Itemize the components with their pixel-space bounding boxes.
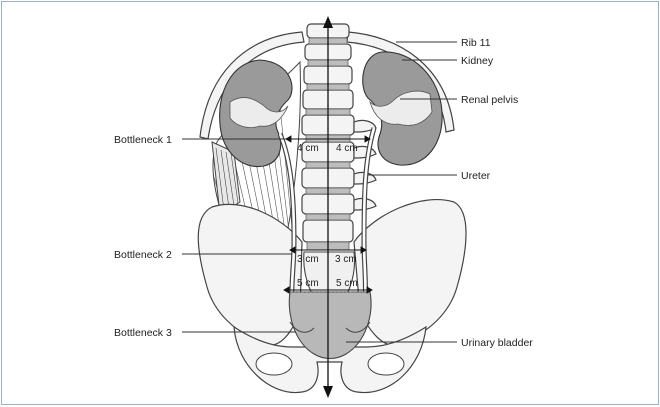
bladder-inner-right	[345, 321, 371, 333]
measure-b3-left: 5 cm	[297, 278, 319, 289]
renal-pelvis-left	[229, 97, 289, 128]
label-renal-pelvis: Renal pelvis	[461, 94, 518, 106]
label-bottleneck-2: Bottleneck 2	[114, 249, 172, 261]
midline-arrow-bottom	[323, 386, 333, 398]
renal-pelvis-right	[369, 90, 433, 126]
label-ureter: Ureter	[461, 170, 491, 182]
measure-b1-left: 4 cm	[297, 143, 319, 154]
pelvis-lower	[233, 325, 427, 394]
obturator-right	[367, 352, 405, 376]
back-muscle-left	[211, 141, 241, 215]
label-rib-11: Rib 11	[461, 37, 491, 49]
pelvis-right-wing	[353, 198, 467, 346]
measure-b2-right: 3 cm	[335, 254, 357, 265]
label-kidney: Kidney	[461, 55, 494, 67]
midline-arrow-top	[323, 16, 333, 28]
pelvis-left-wing	[197, 203, 303, 346]
rib-left	[199, 31, 305, 140]
obturator-left	[255, 352, 293, 376]
measure-arrows	[283, 135, 373, 294]
label-bottleneck-1: Bottleneck 1	[114, 134, 172, 146]
label-bottleneck-3: Bottleneck 3	[114, 327, 172, 339]
bladder-inner-left	[289, 321, 315, 333]
measure-b2-left: 3 cm	[297, 254, 319, 265]
measure-b1-right: 4 cm	[336, 143, 358, 154]
label-urinary-bladder: Urinary bladder	[461, 337, 533, 349]
measure-b3-right: 5 cm	[336, 278, 358, 289]
